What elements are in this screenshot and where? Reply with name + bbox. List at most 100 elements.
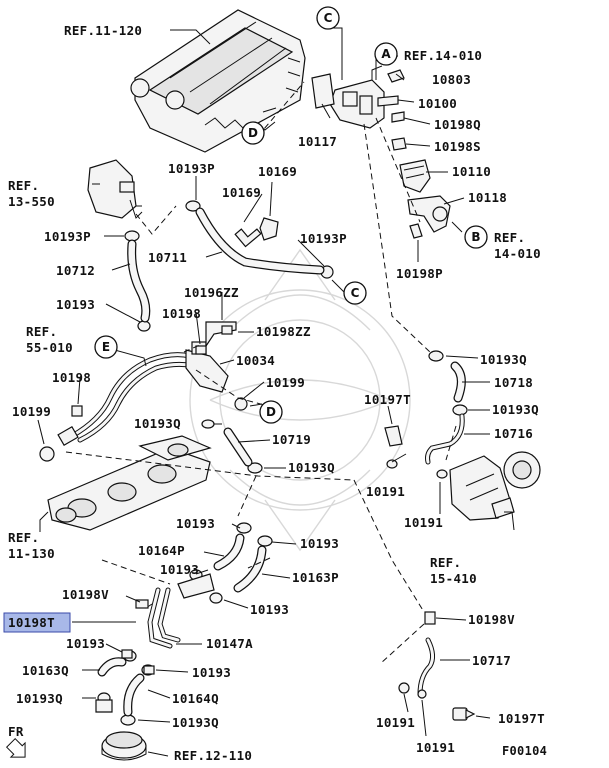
part-10717-label[interactable]: 10717: [472, 653, 511, 668]
bracket-13-550: [87, 159, 143, 219]
part-10163Q-label[interactable]: 10163Q: [22, 663, 69, 678]
callout-c-top-letter: C: [324, 11, 333, 25]
part-10193P-a-label[interactable]: 10193P: [168, 161, 215, 176]
ref-15-410-label-1[interactable]: REF.: [430, 555, 461, 570]
callout-c-mid-letter: C: [351, 286, 360, 300]
ref-11-120-label[interactable]: REF.11-120: [64, 23, 142, 38]
part-10164Q-label[interactable]: 10164Q: [172, 691, 219, 706]
ref-55-010-label-2[interactable]: 55-010: [26, 340, 73, 355]
callout-e: E: [94, 335, 118, 359]
part-10193-a-label[interactable]: 10193: [56, 297, 95, 312]
ref-14-010-label[interactable]: REF.14-010: [404, 48, 482, 63]
part-10198T-label[interactable]: 10198T: [8, 615, 55, 630]
callout-d-mid: D: [259, 400, 283, 424]
part-10191-d-label[interactable]: 10191: [416, 740, 455, 755]
part-10193Q-c-label[interactable]: 10193Q: [480, 352, 527, 367]
part-10193-d-label[interactable]: 10193: [160, 562, 199, 577]
ref-11-130-label-2[interactable]: 11-130: [8, 546, 55, 561]
part-10711-label[interactable]: 10711: [148, 250, 187, 265]
water-outlet-assembly: [311, 65, 451, 239]
turbocharger: [449, 451, 541, 521]
part-10198S-label[interactable]: 10198S: [434, 139, 481, 154]
part-10198Q-label[interactable]: 10198Q: [434, 117, 481, 132]
cylinder-head: [130, 9, 306, 153]
callout-a-letter: A: [381, 47, 391, 61]
part-10118-label[interactable]: 10118: [468, 190, 507, 205]
fr-label: FR: [8, 724, 24, 739]
part-10198V-b-label[interactable]: 10198V: [468, 612, 515, 627]
ref-15-410-label-2[interactable]: 15-410: [430, 571, 477, 586]
pipe-10716: [384, 413, 465, 465]
part-10199-b-label[interactable]: 10199: [266, 375, 305, 390]
ref-14-010-b-label-1[interactable]: REF.: [494, 230, 525, 245]
leader-lines: [37, 27, 515, 757]
watermark-emblem: [189, 248, 411, 552]
callout-e-letter: E: [102, 340, 110, 354]
water-pipe: [57, 341, 229, 447]
ref-55-010-label-1[interactable]: REF.: [26, 324, 57, 339]
oil-cooler: [101, 731, 147, 761]
part-10198-label[interactable]: 10198: [162, 306, 201, 321]
pipe-10717: [417, 611, 476, 721]
part-10191-a-label[interactable]: 10191: [366, 484, 405, 499]
part-10193Q-f-label[interactable]: 10193Q: [172, 715, 219, 730]
part-10169-a-label[interactable]: 10169: [222, 185, 261, 200]
part-10196ZZ-label[interactable]: 10196ZZ: [184, 285, 239, 300]
part-10193-f-label[interactable]: 10193: [66, 636, 105, 651]
part-10193-c-label[interactable]: 10193: [300, 536, 339, 551]
hoses: [97, 207, 466, 717]
part-10193Q-d-label[interactable]: 10193Q: [492, 402, 539, 417]
part-10193P-c-label[interactable]: 10193P: [300, 231, 347, 246]
part-10197T-b-label[interactable]: 10197T: [498, 711, 545, 726]
part-10803-label[interactable]: 10803: [432, 72, 471, 87]
callout-a: A: [374, 42, 398, 66]
figure-code: F00104: [502, 744, 547, 758]
callout-c-top: C: [316, 6, 340, 30]
part-10193P-b-label[interactable]: 10193P: [44, 229, 91, 244]
part-10110-label[interactable]: 10110: [452, 164, 491, 179]
part-10117-label[interactable]: 10117: [298, 134, 337, 149]
ref-11-130-label-1[interactable]: REF.: [8, 530, 39, 545]
callout-b: B: [464, 225, 488, 249]
part-10163P-label[interactable]: 10163P: [292, 570, 339, 585]
ref-13-550-label-2[interactable]: 13-550: [8, 194, 55, 209]
part-10193-b-label[interactable]: 10193: [176, 516, 215, 531]
part-10197T-a-label[interactable]: 10197T: [364, 392, 411, 407]
part-10164P-label[interactable]: 10164P: [138, 543, 185, 558]
part-10198ZZ-label[interactable]: 10198ZZ: [256, 324, 311, 339]
part-10712-label[interactable]: 10712: [56, 263, 95, 278]
highlight-box: [3, 612, 71, 633]
part-10193Q-b-label[interactable]: 10193Q: [288, 460, 335, 475]
part-10191-c-label[interactable]: 10191: [376, 715, 415, 730]
part-10199-a-label[interactable]: 10199: [12, 404, 51, 419]
part-10718-label[interactable]: 10718: [494, 375, 533, 390]
part-10193Q-e-label[interactable]: 10193Q: [16, 691, 63, 706]
callout-d-mid-letter: D: [266, 405, 276, 419]
part-labels: REF.11-120 REF.14-010 10803 10100 10198Q…: [8, 23, 547, 763]
ref-14-010-b-label-2[interactable]: 14-010: [494, 246, 541, 261]
part-10716-label[interactable]: 10716: [494, 426, 533, 441]
part-10100-label[interactable]: 10100: [418, 96, 457, 111]
part-10147A-label[interactable]: 10147A: [206, 636, 253, 651]
gaskets: [39, 397, 448, 699]
part-10719-label[interactable]: 10719: [272, 432, 311, 447]
exhaust-manifold: [47, 435, 212, 531]
part-10191-b-label[interactable]: 10191: [404, 515, 443, 530]
ref-13-550-label-1[interactable]: REF.: [8, 178, 39, 193]
part-10198-b-label[interactable]: 10198: [52, 370, 91, 385]
front-direction-indicator: FR: [5, 724, 26, 758]
callout-d-top-letter: D: [248, 126, 258, 140]
connection-lines: [65, 30, 457, 665]
pipe-10147A: [139, 573, 215, 649]
part-10193-e-label[interactable]: 10193: [250, 602, 289, 617]
ref-12-110-label[interactable]: REF.12-110: [174, 748, 252, 763]
part-10193-g-label[interactable]: 10193: [192, 665, 231, 680]
part-10169-b-label[interactable]: 10169: [258, 164, 297, 179]
part-10198V-a-label[interactable]: 10198V: [62, 587, 109, 602]
part-10034-label[interactable]: 10034: [236, 353, 275, 368]
part-10193Q-a-label[interactable]: 10193Q: [134, 416, 181, 431]
small-parts: [71, 217, 279, 713]
callout-b-letter: B: [471, 230, 480, 244]
part-10198P-label[interactable]: 10198P: [396, 266, 443, 281]
